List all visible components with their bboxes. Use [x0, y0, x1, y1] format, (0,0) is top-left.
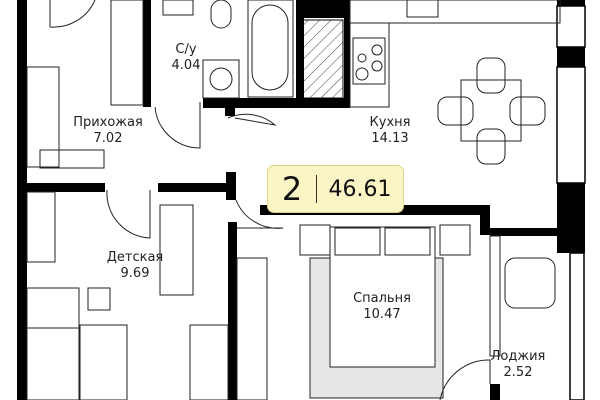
- room-label-loggia: Лоджия 2.52: [458, 349, 578, 381]
- room-name: Прихожая: [73, 115, 143, 130]
- room-label-kitchen: Кухня 14.13: [330, 115, 450, 147]
- room-area: 9.69: [120, 266, 150, 281]
- room-name: Лоджия: [490, 349, 546, 364]
- room-area: 10.47: [363, 307, 401, 322]
- furniture: [26, 0, 561, 400]
- ventilation-shaft: [302, 19, 344, 99]
- room-area: 14.13: [371, 131, 409, 146]
- room-label-hallway: Прихожая 7.02: [48, 115, 168, 147]
- room-name: С/у: [175, 42, 197, 57]
- apartment-summary-badge: 2 46.61: [267, 165, 404, 213]
- room-name: Кухня: [369, 115, 411, 130]
- room-name: Детская: [106, 250, 164, 265]
- room-label-bedroom: Спальня 10.47: [322, 291, 442, 323]
- room-label-bathroom: С/у 4.04: [126, 42, 246, 74]
- room-area: 4.04: [171, 58, 201, 73]
- entry-door: [49, 0, 96, 28]
- total-area: 46.61: [328, 176, 392, 202]
- room-label-kids-room: Детская 9.69: [75, 250, 195, 282]
- windows: [409, 5, 586, 400]
- room-area: 7.02: [93, 131, 123, 146]
- room-name: Спальня: [353, 291, 411, 306]
- room-count: 2: [281, 170, 303, 208]
- badge-divider: [316, 175, 317, 203]
- room-area: 2.52: [503, 365, 533, 380]
